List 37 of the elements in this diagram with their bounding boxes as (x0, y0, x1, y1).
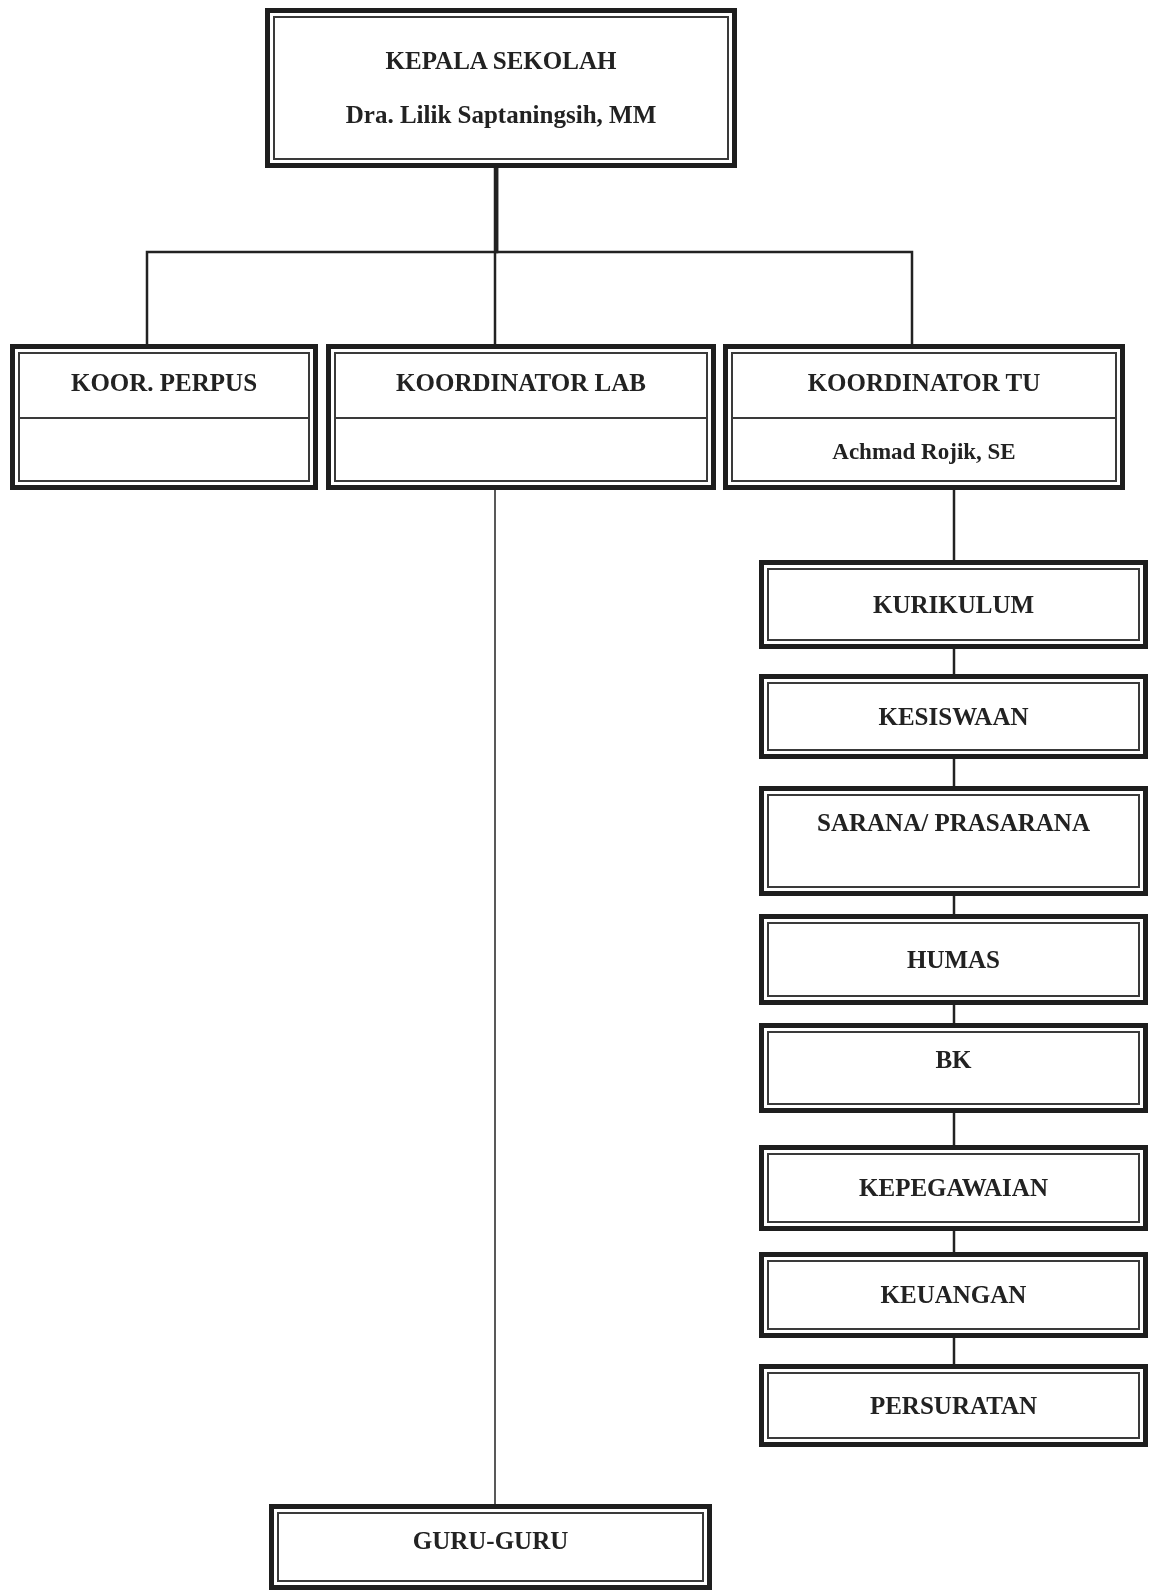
box-title: HUMAS (906, 945, 1001, 974)
connector-line (952, 649, 956, 674)
box-title: KOOR. PERPUS (70, 369, 258, 397)
org-box (10, 344, 318, 490)
connector-line (952, 1338, 956, 1364)
connector-line (952, 759, 956, 786)
org-box (759, 1364, 1148, 1447)
connector-line (495, 168, 914, 344)
box-title: KURIKULUM (872, 590, 1035, 619)
org-box (723, 344, 1125, 490)
box-title: KESISWAAN (878, 702, 1029, 731)
org-box (759, 1023, 1148, 1113)
org-box (326, 344, 716, 490)
connector-line (952, 1231, 956, 1252)
connector-line (494, 489, 496, 1505)
org-box (759, 1145, 1148, 1231)
org-box (269, 1504, 712, 1590)
org-box (265, 8, 737, 168)
box-title: PERSURATAN (869, 1391, 1038, 1420)
org-box (759, 1252, 1148, 1338)
person-name: Dra. Lilik Saptaningsih, MM (345, 101, 657, 129)
box-title: KEPALA SEKOLAH (385, 47, 617, 75)
box-title: SARANA/ PRASARANA (817, 809, 1090, 837)
box-title: KEUANGAN (880, 1281, 1027, 1309)
org-box (759, 786, 1148, 896)
box-title: KOORDINATOR TU (807, 369, 1041, 397)
connector-line (952, 1113, 956, 1145)
org-box (759, 914, 1148, 1005)
org-box (759, 674, 1148, 759)
box-title: KEPEGAWAIAN (859, 1174, 1048, 1202)
box-title: BK (935, 1046, 972, 1074)
connector-line (493, 168, 497, 344)
connector-line (952, 490, 956, 560)
person-name: Achmad Rojik, SE (832, 439, 1016, 465)
box-title: KOORDINATOR LAB (396, 369, 646, 397)
org-box (759, 560, 1148, 649)
box-title: GURU-GURU (412, 1527, 569, 1555)
